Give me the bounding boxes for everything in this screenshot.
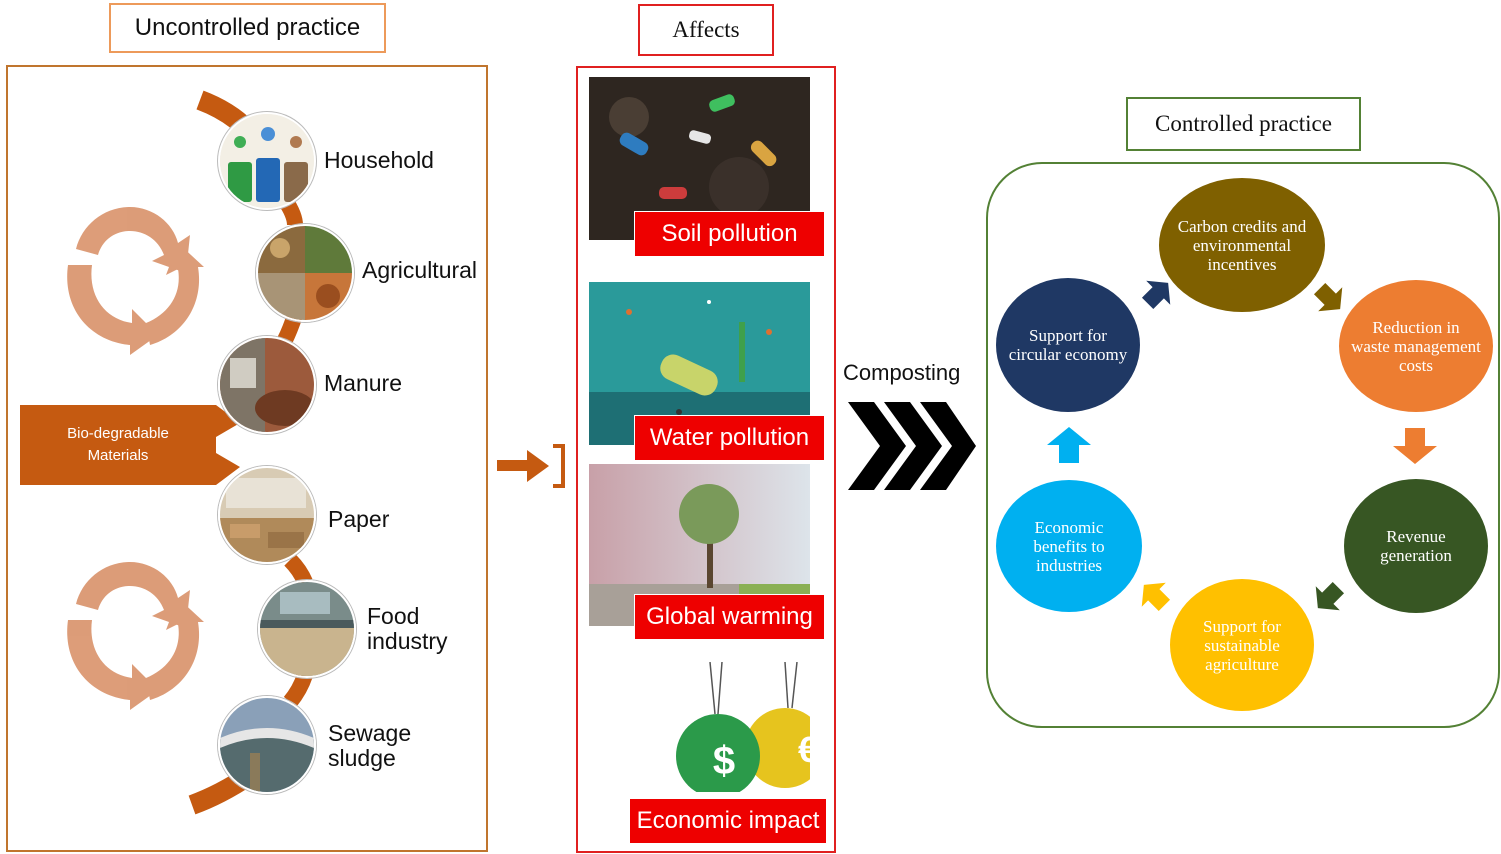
biodegradable-arrow-shape <box>20 405 240 485</box>
arrow-up-left-icon <box>1141 582 1171 612</box>
svg-text:€: € <box>798 729 810 770</box>
cycle-node-economic-benefits: Economic benefits to industries <box>996 480 1142 612</box>
uncontrolled-practice-panel <box>6 65 488 852</box>
affects-title: Affects <box>638 4 774 56</box>
svg-text:$: $ <box>713 739 735 783</box>
biodegradable-materials-label: Bio-degradable Materials <box>67 425 169 464</box>
paper-image <box>218 466 316 564</box>
food-industry-image <box>258 580 356 678</box>
paper-label: Paper <box>328 506 390 532</box>
arrow-down-icon <box>1393 428 1437 464</box>
controlled-practice-panel <box>986 162 1500 728</box>
agricultural-image <box>256 224 354 322</box>
affects-panel <box>576 66 836 853</box>
cycle-node-cost-reduction: Reduction in waste management costs <box>1339 280 1493 412</box>
composting-label: Composting <box>843 360 961 385</box>
cycle-node-carbon-credits: Carbon credits and environmental incenti… <box>1159 178 1325 312</box>
food-industry-label: Food industry <box>367 603 448 654</box>
uncontrolled-practice-title: Uncontrolled practice <box>109 3 386 53</box>
arrow-down-right-icon <box>1313 282 1343 312</box>
water-pollution-label: Water pollution <box>634 415 825 461</box>
economic-impact-label: Economic impact <box>629 798 827 844</box>
cycle-node-sustainable-agriculture: Support for sustainable agriculture <box>1170 579 1314 711</box>
household-label: Household <box>324 147 434 173</box>
sewage-sludge-image <box>218 696 316 794</box>
recycle-leaf-icon <box>67 562 204 710</box>
arrow-down-left-icon <box>1315 581 1345 611</box>
cycle-node-circular-economy: Support for circular economy <box>996 278 1140 412</box>
controlled-practice-title: Controlled practice <box>1126 97 1361 151</box>
cycle-arrows <box>1047 280 1437 612</box>
cycle-node-revenue: Revenue generation <box>1344 479 1488 613</box>
soil-pollution-label: Soil pollution <box>634 211 825 257</box>
arrow-up-icon <box>1047 427 1091 463</box>
global-warming-label: Global warming <box>634 594 825 640</box>
chevron-arrows-icon <box>848 402 976 490</box>
household-image <box>218 112 316 210</box>
sewage-sludge-label: Sewage sludge <box>328 720 412 771</box>
currency-coins-icon: € $ <box>676 662 810 792</box>
manure-label: Manure <box>324 370 402 396</box>
flow-arrow-icon <box>497 444 565 488</box>
agricultural-label: Agricultural <box>362 257 478 283</box>
arrow-up-right-icon <box>1141 280 1171 310</box>
manure-image <box>218 336 316 434</box>
recycle-leaf-icon <box>67 207 204 355</box>
